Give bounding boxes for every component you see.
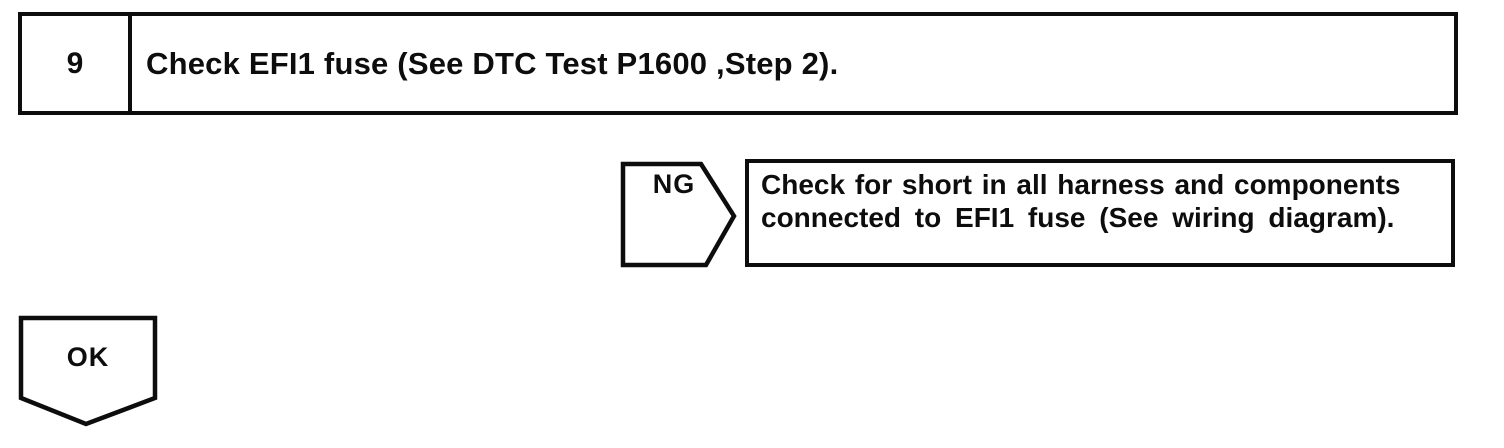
step-number: 9: [66, 46, 84, 80]
step-instruction-cell: Check EFI1 fuse (See DTC Test P1600 ,Ste…: [132, 16, 1454, 111]
step-box: 9 Check EFI1 fuse (See DTC Test P1600 ,S…: [18, 12, 1458, 115]
ng-connector: NG: [620, 161, 737, 268]
step-number-cell: 9: [22, 16, 132, 111]
ng-arrow-shape: [620, 161, 737, 268]
ng-label: NG: [652, 169, 696, 199]
ok-label: OK: [66, 342, 110, 372]
ng-action-box: Check for short in all harness and compo…: [745, 159, 1455, 267]
step-instruction: Check EFI1 fuse (See DTC Test P1600 ,Ste…: [146, 45, 839, 81]
ng-action-line1: Check for short in all harness and compo…: [761, 169, 1401, 200]
ng-action-line2: connected to EFI1 fuse (See wiring diagr…: [761, 202, 1395, 233]
ok-arrow-shape: [18, 315, 158, 427]
ok-connector: OK: [18, 315, 158, 428]
